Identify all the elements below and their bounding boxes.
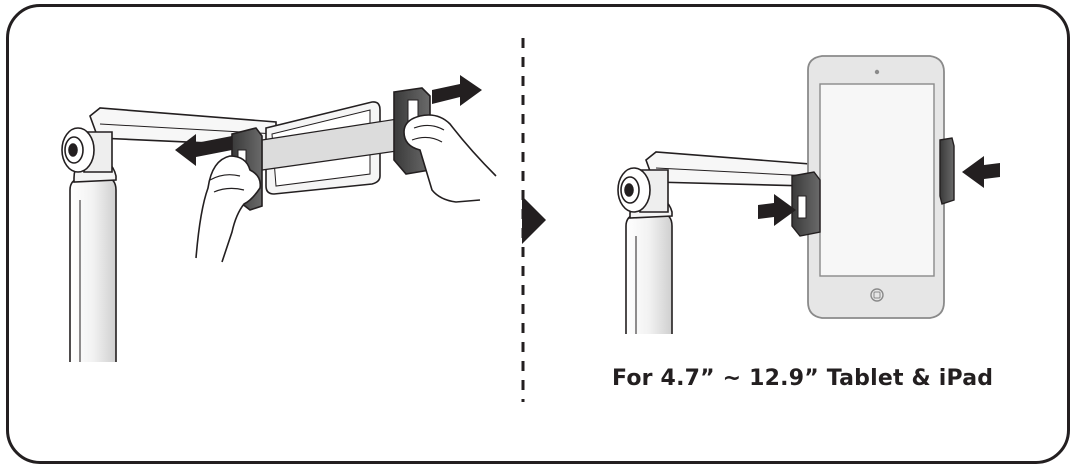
- right-hand: [403, 114, 497, 203]
- tablet-screen: [819, 83, 935, 277]
- stand-pole: [69, 175, 117, 362]
- right-scene-mounted: [617, 151, 811, 334]
- illustration-frame: [6, 4, 1070, 464]
- adjust-knob-right: [617, 167, 669, 213]
- top-clamp: [939, 137, 955, 205]
- adjust-knob: [61, 127, 113, 173]
- arrow-left-icon: [175, 134, 232, 166]
- caption-text: For 4.7” ~ 12.9” Tablet & iPad: [612, 366, 994, 391]
- tablet-camera: [874, 69, 880, 75]
- left-scene-adjusting: [61, 87, 497, 362]
- left-hand: [195, 155, 262, 263]
- arrow-right-icon: [432, 75, 482, 106]
- arrow-push-right-icon: [758, 194, 796, 226]
- tablet-home-button: [870, 288, 884, 302]
- tablet: [807, 55, 945, 319]
- step-arrow-icon: [522, 196, 546, 244]
- stand-pole-right: [625, 211, 673, 334]
- arrow-push-left-icon: [962, 156, 1000, 188]
- bottom-clamp: [791, 171, 821, 237]
